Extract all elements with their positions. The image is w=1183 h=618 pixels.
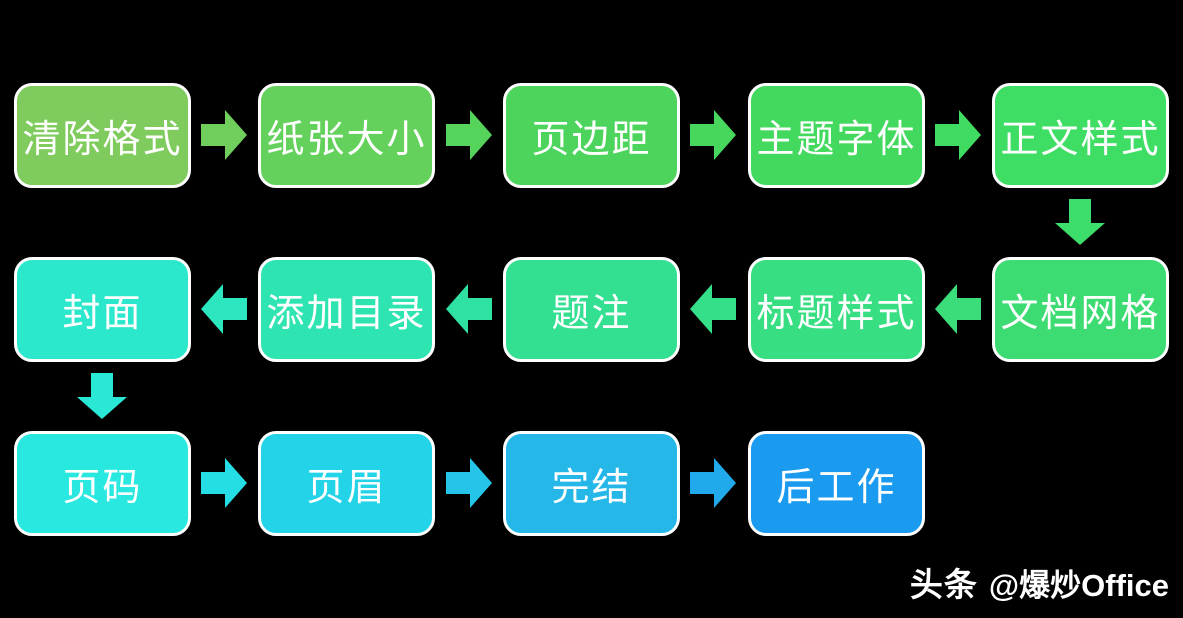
- toutiao-logo: 头条: [909, 566, 978, 603]
- flow-step-heading-style: 标题样式: [748, 257, 925, 362]
- arrow-down-icon: [77, 373, 127, 419]
- arrow-left-icon: [446, 284, 492, 334]
- flow-step-label: 文档网格: [1000, 293, 1161, 335]
- flow-step-label: 页码: [62, 467, 143, 509]
- flow-step-label: 后工作: [776, 467, 897, 509]
- arrow-right-icon: [935, 110, 981, 160]
- watermark-handle: @爆炒Office: [988, 568, 1169, 603]
- watermark: 头条 @爆炒Office: [910, 558, 1169, 606]
- arrow-right-icon: [446, 458, 492, 508]
- flow-step-label: 题注: [551, 293, 632, 335]
- flow-step-label: 纸张大小: [266, 119, 427, 161]
- flow-step-body-style: 正文样式: [992, 83, 1169, 188]
- flow-step-add-toc: 添加目录: [258, 257, 435, 362]
- arrow-left-icon: [935, 284, 981, 334]
- arrow-down-icon: [1055, 199, 1105, 245]
- arrow-right-icon: [201, 110, 247, 160]
- flow-step-paper-size: 纸张大小: [258, 83, 435, 188]
- flow-step-finish: 完结: [503, 431, 680, 536]
- flow-step-document-grid: 文档网格: [992, 257, 1169, 362]
- flow-step-label: 清除格式: [22, 119, 183, 161]
- flow-step-page-margins: 页边距: [503, 83, 680, 188]
- arrow-right-icon: [690, 458, 736, 508]
- arrow-left-icon: [201, 284, 247, 334]
- flow-step-cover: 封面: [14, 257, 191, 362]
- flow-step-label: 封面: [62, 293, 143, 335]
- flow-step-post-work: 后工作: [748, 431, 925, 536]
- flow-step-label: 主题字体: [756, 119, 917, 161]
- flow-step-caption: 题注: [503, 257, 680, 362]
- flow-step-label: 完结: [551, 467, 632, 509]
- flow-step-theme-fonts: 主题字体: [748, 83, 925, 188]
- flow-step-page-header: 页眉: [258, 431, 435, 536]
- flow-step-label: 添加目录: [266, 293, 427, 335]
- arrow-right-icon: [446, 110, 492, 160]
- arrow-right-icon: [201, 458, 247, 508]
- flow-step-clear-format: 清除格式: [14, 83, 191, 188]
- flow-step-label: 页眉: [306, 467, 387, 509]
- flow-step-label: 页边距: [531, 119, 652, 161]
- flow-step-label: 标题样式: [756, 293, 917, 335]
- flow-step-page-number: 页码: [14, 431, 191, 536]
- arrow-right-icon: [690, 110, 736, 160]
- flow-step-label: 正文样式: [1000, 119, 1161, 161]
- arrow-left-icon: [690, 284, 736, 334]
